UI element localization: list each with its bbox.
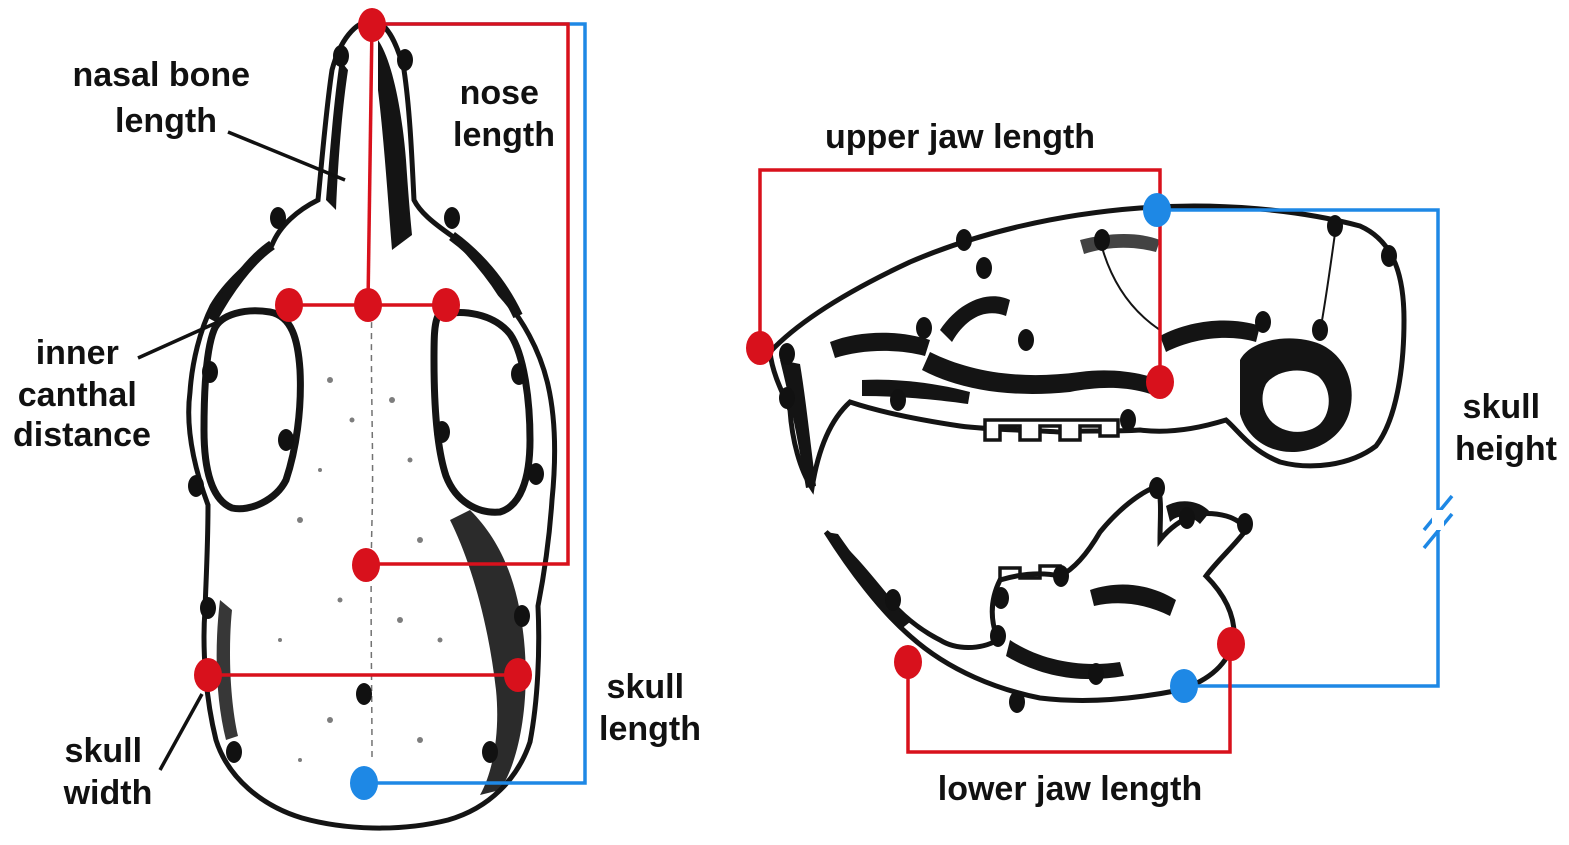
landmark-dot: [1120, 409, 1136, 431]
landmark-dot: [188, 475, 204, 497]
landmark-dot: [356, 683, 372, 705]
landmark-dot: [890, 389, 906, 411]
landmark-dot: [528, 463, 544, 485]
landmark-dot: [434, 421, 450, 443]
canthus-right-point: [432, 288, 460, 322]
label-skull-length: skull length: [599, 668, 701, 748]
landmark-dot: [993, 587, 1009, 609]
skull-width-right-point: [504, 658, 532, 692]
landmark-dot: [202, 361, 218, 383]
landmark-dot: [397, 49, 413, 71]
skull-height-break-gap: [1432, 510, 1444, 530]
landmark-dot: [779, 387, 795, 409]
landmark-dot: [885, 589, 901, 611]
skull-top-point: [1143, 193, 1171, 227]
lower-jaw-front-point: [894, 645, 922, 679]
landmark-dot: [779, 343, 795, 365]
landmark-dot: [1381, 245, 1397, 267]
label-skull-height: skull height: [1455, 388, 1557, 468]
landmark-dot: [278, 429, 294, 451]
landmark-dot: [976, 257, 992, 279]
landmark-dot: [511, 363, 527, 385]
skull-width-leader: [160, 694, 202, 770]
landmark-dot: [990, 625, 1006, 647]
right-orbit: [434, 313, 530, 513]
landmark-dot: [482, 741, 498, 763]
skull-bottom-point: [1170, 669, 1198, 703]
label-nasal-bone-length: nasal bone length: [72, 56, 259, 140]
landmark-dot: [200, 597, 216, 619]
landmark-dot: [1312, 319, 1328, 341]
landmark-dot: [1237, 513, 1253, 535]
landmark-dot: [333, 45, 349, 67]
landmark-dot: [1009, 691, 1025, 713]
label-inner-canthal-distance: inner canthal distance: [13, 334, 151, 454]
label-lower-jaw-length: lower jaw length: [938, 770, 1202, 808]
landmark-dot: [1053, 565, 1069, 587]
label-upper-jaw-length: upper jaw length: [825, 118, 1095, 156]
landmark-dot: [1088, 663, 1104, 685]
landmark-dot: [444, 207, 460, 229]
nasion-point: [354, 288, 382, 322]
landmark-dot: [1327, 215, 1343, 237]
nose-tip-point: [358, 8, 386, 42]
landmark-dot: [916, 317, 932, 339]
landmark-dot: [1255, 311, 1271, 333]
skull-lateral-view: [770, 206, 1404, 488]
landmark-dot: [514, 605, 530, 627]
label-skull-width: skull width: [63, 732, 153, 812]
skull-back-point: [350, 766, 378, 800]
lower-jaw-back-point: [1217, 627, 1245, 661]
landmark-dot: [1149, 477, 1165, 499]
upper-jaw-front-point: [746, 331, 774, 365]
landmark-dot: [1179, 507, 1195, 529]
lower-incisor: [826, 532, 910, 630]
label-nose-length: nose length: [453, 74, 555, 154]
landmark-dot: [1094, 229, 1110, 251]
landmark-dot: [270, 207, 286, 229]
landmark-dot: [956, 229, 972, 251]
upper-jaw-back-point: [1146, 365, 1174, 399]
left-orbit: [204, 311, 300, 509]
skull-width-left-point: [194, 658, 222, 692]
landmark-dot: [1018, 329, 1034, 351]
canthus-left-point: [275, 288, 303, 322]
nose-base-point: [352, 548, 380, 582]
landmark-dot: [226, 741, 242, 763]
